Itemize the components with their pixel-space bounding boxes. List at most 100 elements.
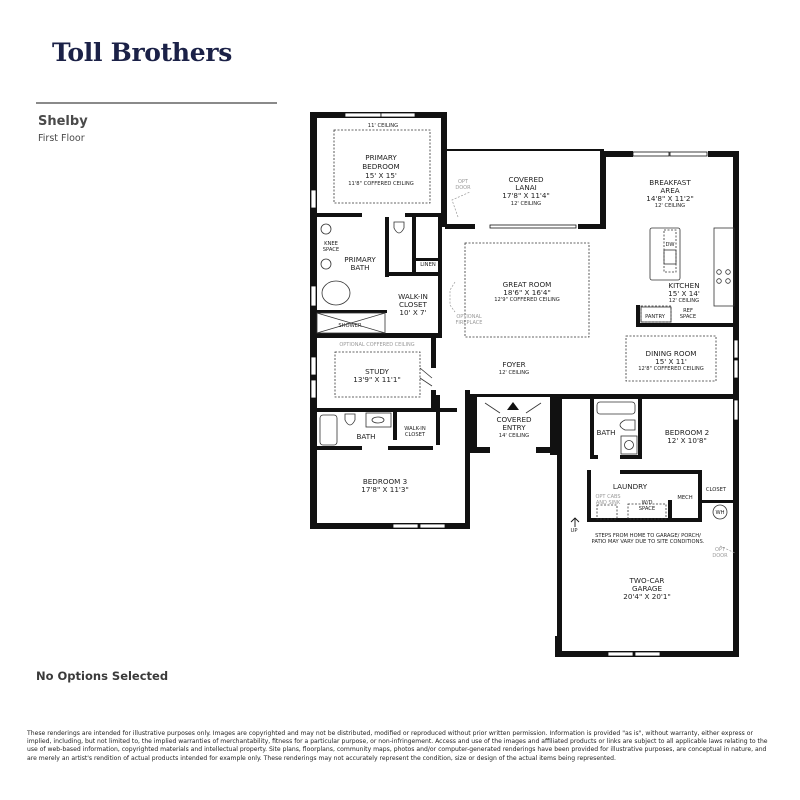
up-arrow-icon xyxy=(570,517,580,527)
svg-text:COVERED: COVERED xyxy=(496,415,532,424)
svg-text:UP: UP xyxy=(571,528,578,534)
room-bedroom-3: BEDROOM 3 17'8" X 11'3" xyxy=(361,477,409,494)
svg-text:MECH: MECH xyxy=(677,495,692,501)
svg-text:PANTRY: PANTRY xyxy=(645,314,666,320)
svg-text:12'9" COFFERED CEILING: 12'9" COFFERED CEILING xyxy=(494,297,560,303)
svg-text:WALK-IN: WALK-IN xyxy=(404,426,426,432)
svg-text:STEPS FROM HOME TO GARAGE/ POR: STEPS FROM HOME TO GARAGE/ PORCH/ xyxy=(595,533,701,539)
dashed-outlines xyxy=(333,129,717,520)
svg-text:AREA: AREA xyxy=(660,186,679,195)
svg-text:BEDROOM 2: BEDROOM 2 xyxy=(665,428,709,437)
svg-text:ENTRY: ENTRY xyxy=(502,423,526,432)
svg-text:14' CEILING: 14' CEILING xyxy=(499,433,529,439)
brand-logo: Toll Brothers xyxy=(52,38,233,67)
svg-text:17'8" X 11'4": 17'8" X 11'4" xyxy=(502,191,550,200)
plan-name: Shelby xyxy=(38,114,88,129)
svg-text:SPACE: SPACE xyxy=(639,506,655,512)
room-foyer: FOYER 12' CEILING xyxy=(499,360,529,376)
floor-label: First Floor xyxy=(38,133,85,144)
svg-text:GARAGE: GARAGE xyxy=(632,584,663,593)
svg-text:KNEE: KNEE xyxy=(324,241,338,247)
svg-text:GREAT ROOM: GREAT ROOM xyxy=(503,280,552,289)
entry-arrow-icon xyxy=(507,402,519,410)
svg-text:SPACE: SPACE xyxy=(680,314,696,320)
room-garage: UP STEPS FROM HOME TO GARAGE/ PORCH/ PAT… xyxy=(571,528,729,601)
svg-text:12' X 10'8": 12' X 10'8" xyxy=(667,436,707,445)
svg-text:BATH: BATH xyxy=(596,428,615,437)
svg-text:OPTIONAL: OPTIONAL xyxy=(456,314,482,320)
svg-text:WH: WH xyxy=(715,510,724,516)
svg-text:11'8" COFFERED CEILING: 11'8" COFFERED CEILING xyxy=(348,181,414,187)
svg-text:PATIO MAY VARY DUE TO SITE CON: PATIO MAY VARY DUE TO SITE CONDITIONS. xyxy=(592,539,705,545)
room-walk-in-closet: WALK-IN CLOSET 10' X 7' xyxy=(398,292,428,317)
room-bedroom-2: BEDROOM 2 12' X 10'8" xyxy=(665,428,709,445)
room-walk-in-closet-3: WALK-IN CLOSET xyxy=(404,426,426,438)
svg-text:FOYER: FOYER xyxy=(502,360,525,369)
svg-text:CLOSET: CLOSET xyxy=(405,432,426,438)
room-covered-lanai: OPT DOOR COVERED LANAI 17'8" X 11'4" 12'… xyxy=(455,175,549,207)
svg-text:DOOR: DOOR xyxy=(712,553,728,559)
svg-text:12' CEILING: 12' CEILING xyxy=(511,201,541,207)
room-study: OPTIONAL COFFERED CEILING STUDY 13'9" X … xyxy=(339,342,414,384)
header-divider xyxy=(36,102,277,104)
svg-text:TWO-CAR: TWO-CAR xyxy=(629,576,665,585)
svg-text:LAUNDRY: LAUNDRY xyxy=(613,482,648,491)
svg-text:AND SINK: AND SINK xyxy=(596,500,621,506)
room-kitchen: DW KITCHEN 15' X 14' 12' CEILING PANTRY … xyxy=(645,242,700,320)
svg-text:OPT: OPT xyxy=(715,547,726,553)
svg-text:CLOSET: CLOSET xyxy=(399,300,428,309)
room-breakfast-area: BREAKFAST AREA 14'8" X 11'2" 12' CEILING xyxy=(646,178,694,209)
svg-text:20'4" X 20'1": 20'4" X 20'1" xyxy=(623,592,671,601)
svg-text:13'9" X 11'1": 13'9" X 11'1" xyxy=(353,375,401,384)
svg-text:12' CEILING: 12' CEILING xyxy=(655,203,685,209)
svg-text:BATH: BATH xyxy=(356,432,375,441)
windows xyxy=(310,112,739,657)
svg-text:WALK-IN: WALK-IN xyxy=(398,292,428,301)
svg-text:12' CEILING: 12' CEILING xyxy=(499,370,529,376)
svg-text:DINING ROOM: DINING ROOM xyxy=(646,349,697,358)
svg-text:W/D: W/D xyxy=(642,500,653,506)
svg-text:KITCHEN: KITCHEN xyxy=(668,281,699,290)
svg-text:REF: REF xyxy=(683,308,693,314)
svg-text:BEDROOM 3: BEDROOM 3 xyxy=(363,477,407,486)
room-bath-2: BATH xyxy=(596,428,615,437)
legal-disclaimer: These renderings are intended for illust… xyxy=(27,730,768,762)
room-primary-bath: KNEE SPACE PRIMARY BATH SHOWER LINEN xyxy=(323,241,436,329)
svg-text:14'8" X 11'2": 14'8" X 11'2" xyxy=(646,194,694,203)
svg-text:DOOR: DOOR xyxy=(455,185,471,191)
svg-text:15' X 11': 15' X 11' xyxy=(655,357,687,366)
svg-text:15' X 14': 15' X 14' xyxy=(668,289,700,298)
svg-text:PRIMARY: PRIMARY xyxy=(344,255,376,264)
kitchen-fixtures xyxy=(316,221,735,520)
svg-text:SHOWER: SHOWER xyxy=(338,323,362,329)
svg-text:BREAKFAST: BREAKFAST xyxy=(649,178,691,187)
svg-text:18'6" X 16'4": 18'6" X 16'4" xyxy=(503,288,551,297)
room-great-room: GREAT ROOM 18'6" X 16'4" 12'9" COFFERED … xyxy=(456,280,560,326)
svg-text:LINEN: LINEN xyxy=(420,262,436,268)
svg-text:12'8" COFFERED CEILING: 12'8" COFFERED CEILING xyxy=(638,366,704,372)
svg-text:STUDY: STUDY xyxy=(365,367,389,376)
room-dining-room: DINING ROOM 15' X 11' 12'8" COFFERED CEI… xyxy=(638,349,704,372)
svg-text:SPACE: SPACE xyxy=(323,247,339,253)
room-covered-entry: COVERED ENTRY 14' CEILING xyxy=(496,415,532,439)
room-primary-bedroom: 11' CEILING PRIMARY BEDROOM 15' X 15' 11… xyxy=(348,123,414,187)
svg-text:OPTIONAL COFFERED CEILING: OPTIONAL COFFERED CEILING xyxy=(339,342,414,348)
optional-dashed xyxy=(449,191,736,554)
svg-text:OPT: OPT xyxy=(458,179,469,185)
svg-text:OPT CABS: OPT CABS xyxy=(595,494,620,500)
options-status: No Options Selected xyxy=(36,669,169,683)
svg-text:BATH: BATH xyxy=(350,263,369,272)
svg-text:DW: DW xyxy=(665,242,674,248)
svg-text:12' CEILING: 12' CEILING xyxy=(669,298,699,304)
svg-text:LANAI: LANAI xyxy=(515,183,537,192)
svg-text:BEDROOM: BEDROOM xyxy=(362,162,400,171)
svg-text:CLOSET: CLOSET xyxy=(706,487,727,493)
svg-text:FIREPLACE: FIREPLACE xyxy=(456,320,483,326)
room-bath-3: BATH xyxy=(356,432,375,441)
svg-text:11' CEILING: 11' CEILING xyxy=(368,123,398,129)
svg-text:10' X 7': 10' X 7' xyxy=(399,308,426,317)
svg-text:15' X 15': 15' X 15' xyxy=(365,171,397,180)
svg-text:PRIMARY: PRIMARY xyxy=(365,153,397,162)
svg-text:17'8" X 11'3": 17'8" X 11'3" xyxy=(361,485,409,494)
